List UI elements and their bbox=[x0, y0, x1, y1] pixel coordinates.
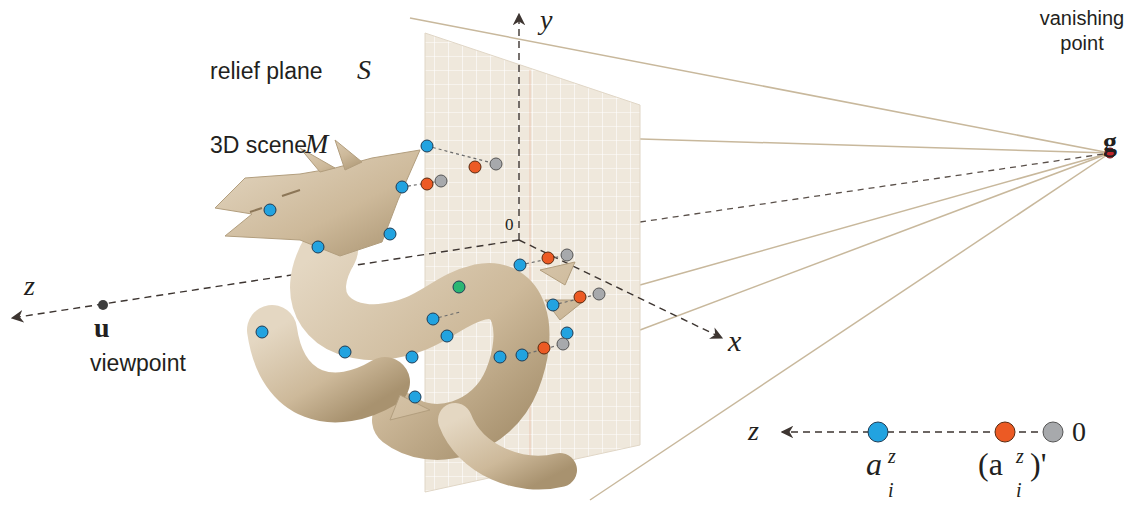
grid-accent bbox=[530, 70, 531, 470]
axis-dashed bbox=[640, 153, 1110, 222]
depth-superscript: z bbox=[888, 446, 896, 466]
inset-scene-point bbox=[868, 422, 888, 442]
axis-label: z bbox=[24, 272, 35, 300]
origin-label: 0 bbox=[505, 216, 514, 233]
dragon bbox=[215, 140, 585, 473]
viewpoint-symbol: u bbox=[94, 314, 110, 342]
depth-symbol: (a bbox=[978, 448, 1003, 480]
projection-lines bbox=[402, 146, 599, 355]
plane-symbol: S bbox=[357, 56, 371, 84]
viewpoint-dot bbox=[98, 300, 108, 310]
scene-label: 3D scene bbox=[210, 134, 307, 157]
y-axis bbox=[518, 14, 519, 240]
inset-origin-label: 0 bbox=[1072, 418, 1086, 446]
relief-points bbox=[421, 161, 586, 354]
plane-label: relief plane bbox=[210, 60, 323, 83]
depth-symbol: )' bbox=[1030, 448, 1046, 480]
plane-points bbox=[435, 158, 605, 350]
depth-symbol: a bbox=[866, 448, 882, 480]
depth-subscript: i bbox=[888, 480, 894, 500]
relief-plane bbox=[425, 33, 640, 492]
depth-subscript: i bbox=[1016, 480, 1022, 500]
depth-superscript: z bbox=[1016, 446, 1024, 466]
perspective-lines bbox=[410, 18, 1110, 500]
scene-points bbox=[256, 140, 573, 403]
scene-symbol: M bbox=[305, 130, 328, 158]
x-axis bbox=[519, 240, 722, 338]
vanishing-symbol: g bbox=[1103, 128, 1117, 156]
viewpoint-label: viewpoint bbox=[90, 352, 186, 375]
axis-label: y bbox=[540, 6, 552, 34]
green-point bbox=[453, 281, 465, 293]
axis-label: x bbox=[728, 326, 741, 356]
inset-relief-point bbox=[995, 422, 1015, 442]
inset-axis-label: z bbox=[748, 417, 759, 445]
vanishing-label: vanishing point bbox=[1037, 6, 1127, 56]
inset-plane-point bbox=[1043, 422, 1063, 442]
